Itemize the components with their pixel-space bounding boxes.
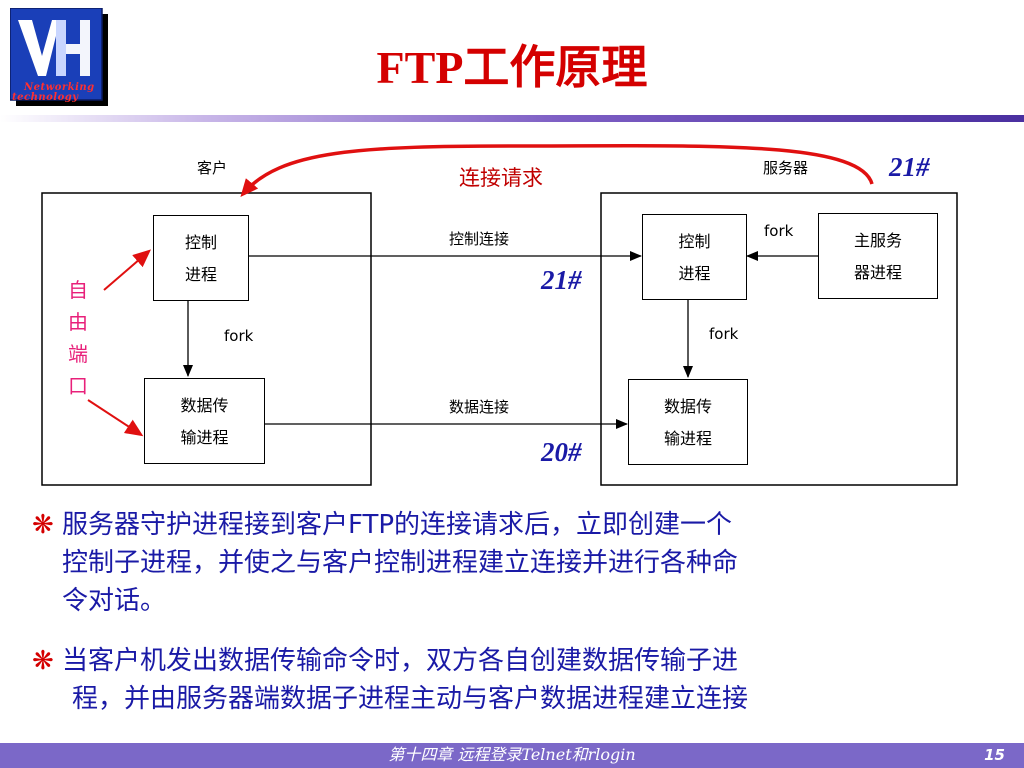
data-connection-label: 数据连接 [449, 398, 510, 416]
client-control-process: 控制 进程 [153, 215, 249, 301]
bullet-1-line: 控制子进程，并使之与客户控制进程建立连接并进行各种命 [62, 548, 739, 578]
free-port-arrow-control [103, 249, 152, 291]
bullet-2-line: 程，并由服务器端数据子进程主动与客户数据进程建立连接 [72, 684, 749, 714]
page-title: FTP工作原理 [376, 42, 648, 93]
logo-text-line1: Networking [24, 82, 95, 93]
port-control-label: 21# [541, 265, 582, 295]
client-label: 客户 [197, 159, 228, 177]
server-frame [600, 192, 958, 486]
free-port-label: 自 由 端 口 [68, 278, 88, 398]
server-main-fork-label: fork [764, 222, 794, 240]
server-fork-label: fork [709, 325, 739, 343]
footer-bar [0, 743, 1024, 768]
free-port-arrow-data [87, 399, 144, 437]
connection-request-arrow [240, 143, 874, 198]
client-frame [41, 192, 372, 486]
page-number: 15 [984, 746, 1005, 764]
server-data-process: 数据传 输进程 [628, 379, 748, 465]
server-label: 服务器 [763, 159, 809, 177]
bullet-1: ❋ 服务器守护进程接到客户FTP的连接请求后，立即创建一个 控制子进程，并使之与… [32, 506, 992, 626]
port-main-label: 21# [889, 152, 930, 182]
logo: Networking technology [9, 7, 110, 108]
bullet-star-icon: ❋ [32, 646, 54, 676]
bullet-1-line: 令对话。 [62, 586, 167, 616]
bullet-2: ❋ 当客户机发出数据传输命令时，双方各自创建数据传输子进 程，并由服务器端数据子… [32, 642, 992, 722]
footer-chapter: 第十四章 远程登录Telnet和rlogin [388, 745, 636, 764]
server-main-process: 主服务 器进程 [818, 213, 938, 299]
control-connection-label: 控制连接 [449, 230, 510, 248]
server-control-process: 控制 进程 [642, 214, 747, 300]
bullet-star-icon: ❋ [32, 510, 54, 540]
client-fork-label: fork [224, 327, 254, 345]
bullet-2-line: 当客户机发出数据传输命令时，双方各自创建数据传输子进 [62, 646, 739, 676]
connection-request-label: 连接请求 [459, 166, 543, 190]
logo-text-line2: technology [12, 92, 79, 103]
port-data-label: 20# [541, 437, 582, 467]
header-divider [0, 115, 1024, 122]
bullet-1-line: 服务器守护进程接到客户FTP的连接请求后，立即创建一个 [62, 510, 733, 540]
client-data-process: 数据传 输进程 [144, 378, 265, 464]
